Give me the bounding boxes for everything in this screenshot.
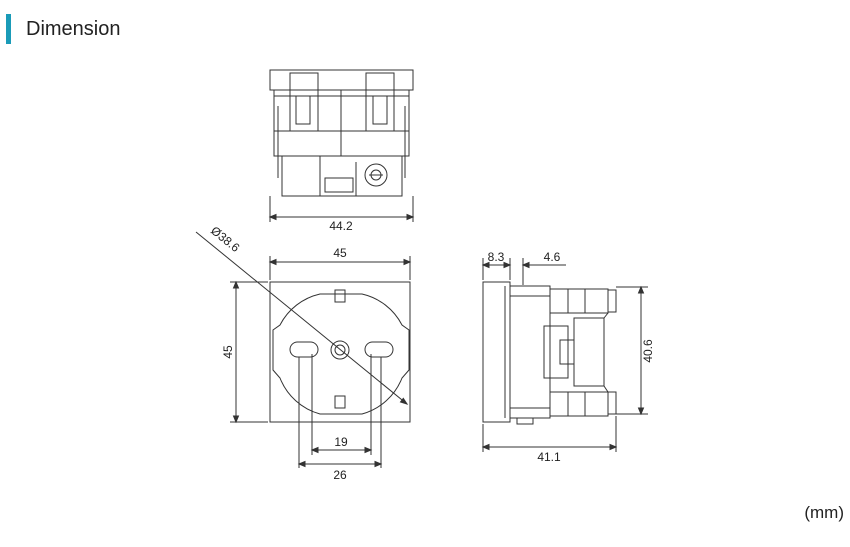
side-view: 8.3 4.6 40.6 41.1 <box>481 250 655 464</box>
right-pin-hole <box>364 341 394 358</box>
top-view-right-clip <box>365 72 395 132</box>
dim-front-height: 45 <box>221 345 235 359</box>
dim-side-gap: 4.6 <box>544 250 561 264</box>
dim-top-width: 44.2 <box>329 219 353 233</box>
front-view-faceplate <box>269 281 411 423</box>
center-pin <box>330 340 350 360</box>
dim-front-width: 45 <box>333 246 347 260</box>
heading-title: Dimension <box>26 17 121 40</box>
section-heading: Dimension <box>6 13 120 45</box>
side-view-faceplate <box>482 281 511 423</box>
dim-side-depth: 41.1 <box>537 450 561 464</box>
heading-accent-bar <box>6 14 11 44</box>
dim-pin-spacing-outer: 26 <box>333 468 347 482</box>
dim-pin-spacing-inner: 19 <box>334 435 348 449</box>
socket-outline <box>272 293 410 415</box>
dim-side-height: 40.6 <box>641 339 655 363</box>
top-view: 44.2 <box>268 69 415 233</box>
left-pin-hole <box>289 341 319 358</box>
dim-side-frame: 8.3 <box>488 250 505 264</box>
top-view-base <box>281 155 403 197</box>
top-view-screw <box>364 163 388 187</box>
front-view: Ø38.6 45 45 19 26 <box>195 223 412 482</box>
top-view-left-clip <box>289 72 319 132</box>
earth-clip-bottom <box>334 395 346 409</box>
earth-clip-top <box>334 289 346 303</box>
unit-label: (mm) <box>804 503 844 522</box>
dim-diameter: Ø38.6 <box>208 223 242 255</box>
